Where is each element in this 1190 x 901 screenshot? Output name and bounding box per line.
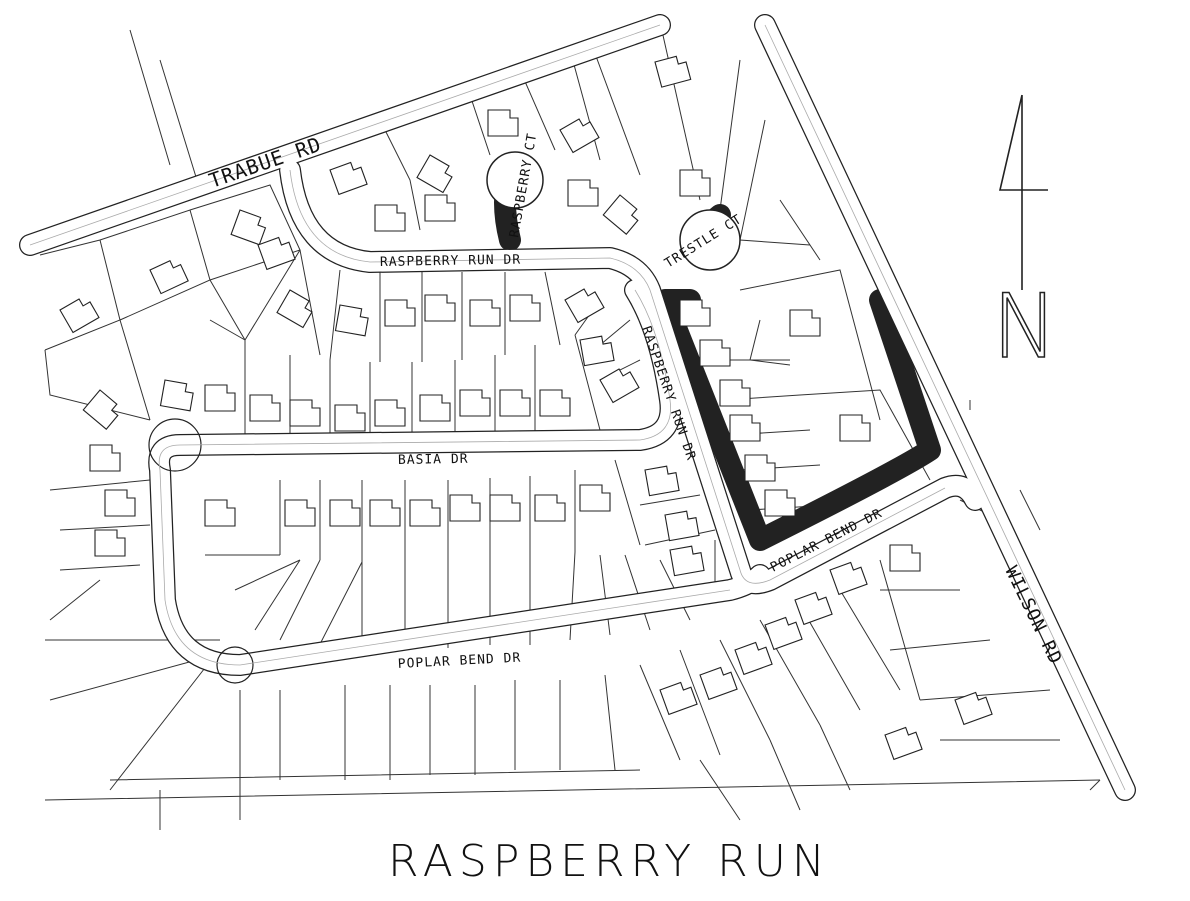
house-footprint — [884, 726, 923, 761]
house-footprint — [764, 616, 803, 651]
street-label-poplar-bend-dr-bottom: POPLAR BEND DR — [397, 651, 521, 672]
house-footprint — [104, 489, 136, 517]
house-footprint — [729, 414, 761, 442]
house-footprint — [374, 204, 406, 232]
house-footprint — [744, 454, 776, 482]
house-footprint — [499, 389, 531, 417]
roads — [19, 14, 1136, 801]
house-footprint — [369, 499, 401, 527]
house-footprint — [459, 389, 491, 417]
house-footprint — [559, 118, 600, 154]
house-footprint — [564, 288, 605, 324]
house-footprint — [419, 394, 451, 422]
house-footprint — [284, 499, 316, 527]
house-footprint — [539, 389, 571, 417]
house-footprint — [679, 299, 711, 327]
house-footprint — [669, 545, 705, 577]
north-label: N — [992, 275, 1058, 378]
house-footprint — [579, 335, 615, 367]
house-footprint — [489, 494, 521, 522]
house-footprint — [449, 494, 481, 522]
house-footprint — [599, 368, 640, 404]
cul-de-sac-trestle-ct — [679, 209, 741, 271]
house-footprint — [257, 236, 296, 271]
house-footprint — [384, 299, 416, 327]
north-arrow-icon — [998, 94, 1048, 290]
house-footprint — [82, 389, 119, 430]
house-footprint — [839, 414, 871, 442]
house-footprint — [719, 379, 751, 407]
house-footprint — [679, 169, 711, 197]
house-footprint — [334, 404, 366, 432]
cul-de-sac-poplar — [216, 646, 254, 684]
house-footprint — [509, 294, 541, 322]
north-arrow: N — [991, 94, 1059, 379]
house-footprint — [602, 194, 639, 235]
house-footprint — [230, 209, 267, 246]
house-footprint — [424, 194, 456, 222]
house-footprint — [276, 289, 313, 329]
cul-de-sac-raspberry-ct — [486, 151, 544, 209]
street-label-raspberry-run-dr-top: RASPBERRY RUN DR — [380, 253, 521, 270]
house-footprint — [469, 299, 501, 327]
house-footprint — [829, 561, 868, 596]
house-footprint — [334, 304, 369, 337]
house-footprint — [149, 259, 189, 295]
house-footprint — [794, 591, 833, 626]
house-footprint — [954, 691, 993, 726]
house-footprint — [94, 529, 126, 557]
house-footprint — [249, 394, 281, 422]
house-footprint — [89, 444, 121, 472]
house-footprint — [416, 154, 453, 194]
house-footprint — [159, 379, 194, 412]
house-footprint — [654, 55, 692, 88]
street-label-basia-dr: BASIA DR — [398, 452, 469, 468]
street-label-trabue-rd: TRABUE RD — [206, 132, 325, 193]
house-footprint — [59, 298, 100, 334]
house-footprint — [664, 510, 700, 542]
house-footprint — [374, 399, 406, 427]
house-footprint — [409, 499, 441, 527]
house-footprint — [699, 339, 731, 367]
house-footprint — [579, 484, 611, 512]
house-footprint — [789, 309, 821, 337]
house-footprint — [659, 681, 698, 716]
house-footprint — [204, 499, 236, 527]
house-footprint — [289, 399, 321, 427]
house-footprint — [487, 109, 519, 137]
house-footprint — [567, 179, 599, 207]
house-footprint — [329, 161, 368, 196]
house-footprint — [534, 494, 566, 522]
house-footprint — [424, 294, 456, 322]
map-title: RASPBERRY RUN — [388, 836, 831, 887]
house-footprint — [764, 489, 796, 517]
houses — [59, 55, 993, 761]
house-footprint — [699, 666, 738, 701]
house-footprint — [204, 384, 236, 412]
house-footprint — [644, 465, 680, 497]
house-footprint — [734, 641, 773, 676]
house-footprint — [329, 499, 361, 527]
house-footprint — [889, 544, 921, 572]
